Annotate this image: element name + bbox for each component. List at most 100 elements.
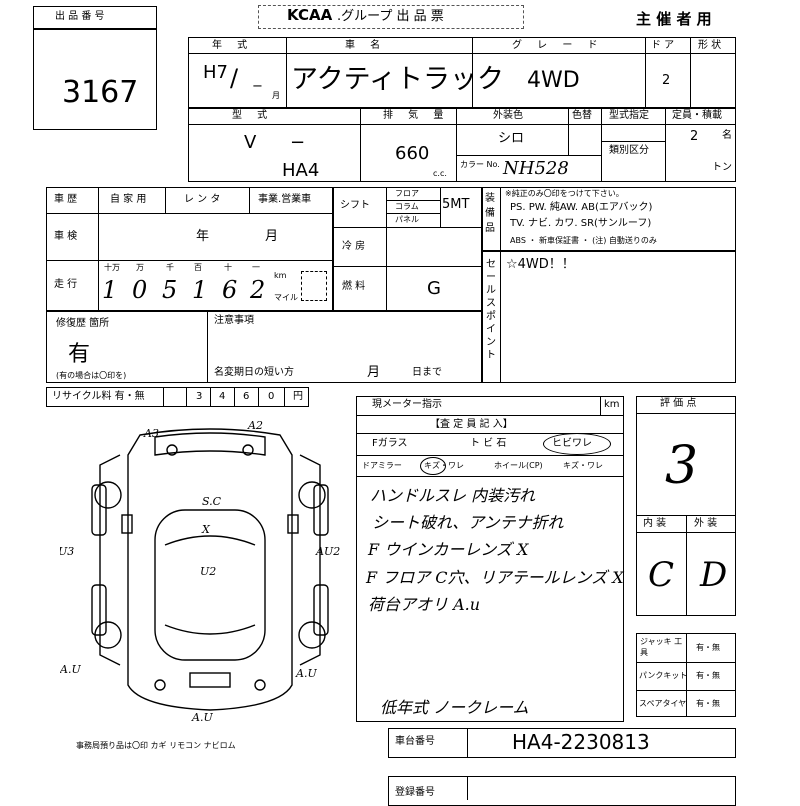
ac-label: 冷 房 [342,241,366,252]
mileage-digit: 1 [102,276,118,304]
kizu-circle [420,457,446,475]
diagram-footer: 事務局預り品は〇印 カギ リモコン ナビロム [76,741,236,750]
inspection-month-unit: 月 [265,229,279,244]
f-glass-label: Fガラス [372,438,408,449]
mileage-digit: 1 [192,276,208,304]
ton-unit: トン [712,162,732,173]
registration-label: 登録番号 [395,787,435,798]
fuel-label: 燃 料 [342,281,366,292]
repair-value: 有 [68,342,91,367]
meter-label: 現メーター指示 [372,399,442,410]
exterior-score: D [700,555,728,595]
business-option[interactable]: 事業.営業車 [258,194,312,205]
model-dash: − [290,132,306,153]
car-diagram: A3 A2 S.C X U2 AU3 AU2 A.U A.U A.U [60,419,340,724]
lot-number-box [33,6,157,130]
damage-mark: A2 [247,419,263,432]
mile-label: マイル [274,293,298,302]
rating-label: 評 価 点 [660,398,697,409]
puncture-kit-label: パンクキット [639,671,688,680]
year-value: H7 [203,62,228,83]
color-value: シロ [498,131,525,146]
damage-mark: AU3 [60,545,74,558]
model-label: 型 式 [232,110,274,121]
repair-label: 修復歴 箇所 [56,318,110,329]
deadline-month-unit: 月 [367,365,381,380]
shift-panel-option[interactable]: パネル [395,215,419,224]
damage-mark: A.U [191,711,213,724]
sales-point-label: セールスポイント [486,259,496,361]
chassis-number: HA4-2230813 [512,730,650,754]
name-change-label: 名変期日の短い方 [214,367,294,378]
year-dash: − [252,79,263,94]
damage-mark: AU2 [315,545,340,558]
model-prefix: V [244,132,257,153]
name-label: 車 名 [345,40,387,51]
displacement-value: 660 [395,143,430,164]
year-separator: / [230,64,239,92]
color-change-label: 色替 [572,110,592,121]
equipment-line-2[interactable]: TV. ナビ. カワ. SR(サンルーフ) [510,218,652,229]
recycle-digit: 3 [196,391,203,402]
rental-option[interactable]: レ ン タ [184,194,221,205]
rating-score: 3 [665,436,699,496]
host-label: 主 催 者 用 [636,10,712,28]
type-designation-label: 型式指定 [609,110,649,121]
shift-column-option[interactable]: コラム [395,202,419,211]
recycle-label: リサイクル料 有・無 [52,391,145,402]
inspector-footer-note: 低年式 ノークレーム [380,698,529,717]
mile-checkbox[interactable] [301,271,327,301]
year-label: 年 式 [212,40,254,51]
wheel-damage[interactable]: キズ・ワレ [563,461,603,470]
shift-floor-option[interactable]: フロア [395,189,419,198]
recycle-digit: 4 [219,391,226,402]
inspector-section-label: 【査 定 員 記 入】 [430,419,513,430]
logo-frame [258,5,524,29]
damage-mark: A3 [143,427,159,440]
inspector-note: F フロア C穴、リアテールレンズ X [366,568,624,587]
model-value: HA4 [282,160,320,181]
inspector-note: 荷台アオリ A.u [368,595,481,614]
recycle-unit: 円 [293,391,303,402]
inspector-note: F ウインカーレンズ X [368,540,529,559]
damage-mark: S.C [202,495,222,508]
jack-option[interactable]: 有・無 [696,643,720,652]
kcaa-logo: KCAA [287,6,333,24]
inspection-year-unit: 年 [196,229,210,244]
recycle-digit: 6 [243,391,250,402]
capacity-value: 2 [690,129,699,144]
recycle-digit: 0 [268,391,275,402]
vehicle-name: アクティトラック [291,64,505,95]
class-label: 類別区分 [609,145,649,156]
spare-tire-option[interactable]: 有・無 [696,699,720,708]
doors-label: ド ア [651,40,675,51]
equipment-label: 装 備 品 [485,193,495,234]
mileage-digit: 5 [162,276,178,304]
private-use-option[interactable]: 自 家 用 [110,194,147,205]
inspection-label: 車 検 [54,231,78,242]
equipment-line-1[interactable]: PS. PW. 純AW. AB(エアバック) [510,202,653,213]
grade-value: 4WD [527,68,580,93]
color-no-value: NH528 [503,158,569,179]
displacement-unit: c.c. [433,169,447,178]
spare-tire-label: スペアタイヤ [639,699,687,708]
equipment-line-3[interactable]: ABS ・ 新車保証書 ・ (注) 自動送りのみ [510,236,657,245]
damage-mark: A.U [295,667,317,680]
lot-label: 出 品 番 号 [55,11,105,22]
chassis-label: 車台番号 [395,736,435,747]
hibi-circle [543,433,611,455]
mileage-label: 走 行 [54,279,78,290]
jack-label: ジャッキ 工 具 [640,637,683,657]
color-no-label: カラー No. [460,160,500,169]
shift-value: 5MT [442,197,470,212]
mileage-digits: 十万 万 千 百 十 一 1 0 5 1 6 2 [102,263,266,304]
mileage-digit: 0 [132,276,148,304]
puncture-kit-option[interactable]: 有・無 [696,671,720,680]
meter-unit: km [604,399,620,410]
sales-point-value: ☆4WD！！ [506,257,575,272]
damage-mark: A.U [60,663,81,676]
inspector-note: ハンドルスレ 内装汚れ [370,486,536,505]
mileage-digit: 2 [250,276,266,304]
mileage-digit: 6 [222,276,238,304]
tobi-option[interactable]: ト ビ 石 [470,438,507,449]
